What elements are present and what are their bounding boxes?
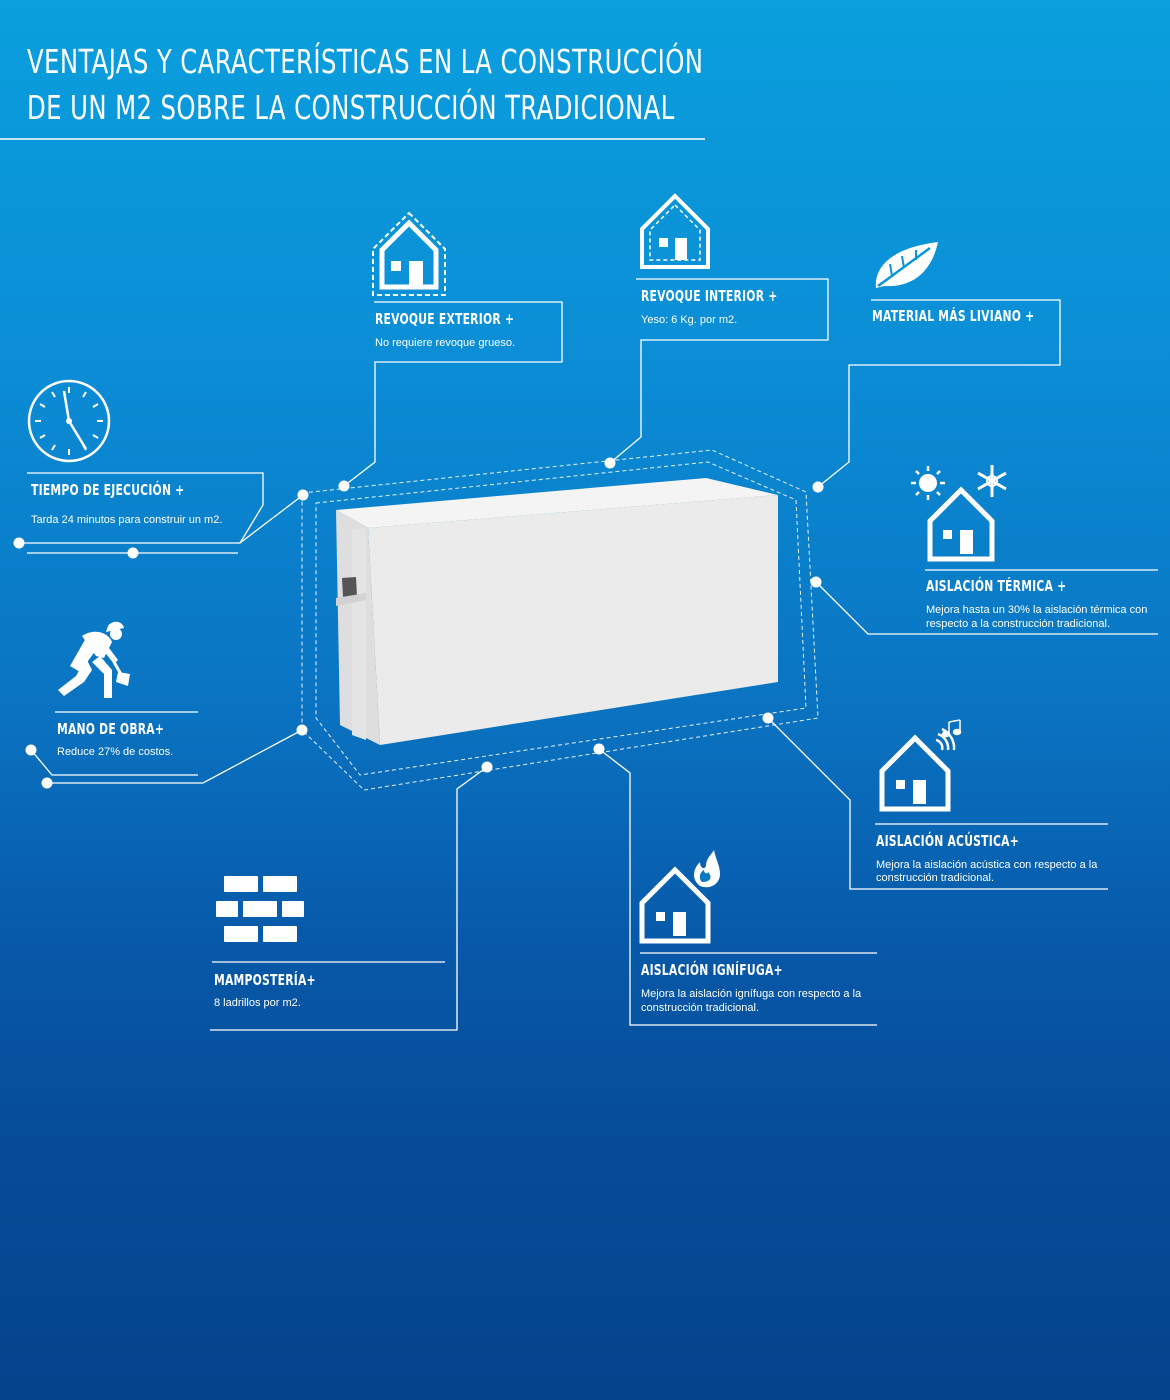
house-dashed-inner-icon [640, 193, 710, 269]
bricks-icon [216, 876, 304, 942]
house-sound-icon [879, 719, 962, 812]
aislacion-acustica-desc-2: construcción tradicional. [876, 872, 995, 884]
house-fire-icon [639, 850, 720, 944]
worker-digging-icon [58, 621, 130, 698]
aislacion-termica-desc-2: respecto a la construcción tradicional. [926, 618, 1111, 630]
mano-obra-label: MANO DE OBRA+ [57, 720, 165, 738]
tiempo-ejecucion-label: TIEMPO DE EJECUCIÓN + [31, 481, 185, 499]
leaf-icon [875, 242, 938, 288]
aislacion-ignifuga-label: AISLACIÓN IGNÍFUGA+ [641, 961, 783, 979]
title-line-2: DE UN M2 SOBRE LA CONSTRUCCIÓN TRADICION… [27, 88, 675, 127]
concrete-block [336, 478, 778, 745]
material-liviano-label: MATERIAL MÁS LIVIANO + [872, 307, 1035, 325]
tiempo-ejecucion-desc: Tarda 24 minutos para construir un m2. [31, 514, 223, 526]
clock-icon [27, 379, 111, 463]
aislacion-ignifuga-desc-1: Mejora la aislación ignífuga con respect… [641, 988, 862, 1000]
aislacion-acustica-desc-1: Mejora la aislación acústica con respect… [876, 859, 1098, 871]
revoque-interior-desc: Yeso: 6 Kg. por m2. [641, 314, 738, 326]
aislacion-termica-label: AISLACIÓN TÉRMICA + [926, 577, 1067, 595]
aislacion-acustica-label: AISLACIÓN ACÚSTICA+ [876, 832, 1019, 850]
connector-lines [19, 278, 1158, 1031]
aislacion-termica-desc-1: Mejora hasta un 30% la aislación térmica… [926, 604, 1148, 616]
aislacion-ignifuga-desc-2: construcción tradicional. [641, 1002, 760, 1014]
connector-dots [13, 457, 824, 789]
block-dashed-outlines [301, 449, 819, 791]
revoque-exterior-desc: No requiere revoque grueso. [375, 337, 516, 349]
house-dashed-outline-icon [372, 211, 446, 296]
house-sun-snow-icon [911, 465, 1007, 562]
revoque-exterior-label: REVOQUE EXTERIOR + [375, 310, 515, 328]
mamposteria-label: MAMPOSTERÍA+ [214, 971, 316, 989]
mano-obra-desc: Reduce 27% de costos. [57, 746, 174, 758]
title-line-1: VENTAJAS Y CARACTERÍSTICAS EN LA CONSTRU… [27, 42, 704, 81]
revoque-interior-label: REVOQUE INTERIOR + [641, 287, 778, 305]
mamposteria-desc: 8 ladrillos por m2. [214, 997, 301, 1009]
